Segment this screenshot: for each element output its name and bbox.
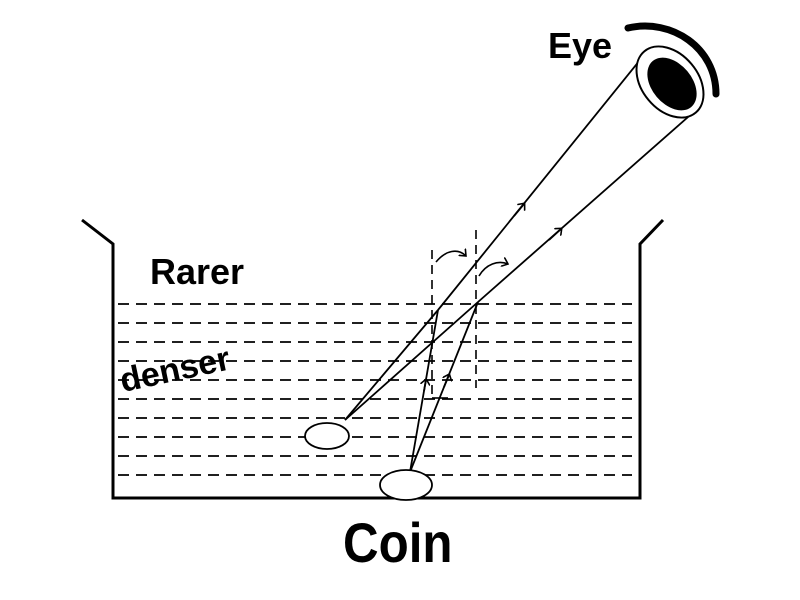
water-lines — [118, 303, 632, 476]
apparent-ray-1 — [344, 309, 439, 421]
rays-in-air — [437, 59, 697, 311]
apparent-rays — [344, 301, 479, 421]
water-tank — [81, 218, 665, 500]
rarer-medium-label: Rarer — [150, 251, 245, 292]
ray-water-arrows — [424, 375, 449, 392]
ray-water-arrow-2 — [444, 375, 449, 388]
normal-lines — [431, 230, 477, 400]
ray-water-arrow-1 — [424, 380, 426, 392]
ray-air-arrow-2 — [548, 229, 561, 241]
angle-arrow-1 — [435, 251, 466, 263]
ray-air-1 — [437, 59, 641, 311]
angle-arrows — [435, 251, 508, 277]
ray-air-arrow-1 — [513, 204, 524, 217]
eyebrow — [624, 22, 720, 98]
apparent-coin — [304, 422, 350, 450]
eye-label: Eye — [548, 25, 613, 66]
eye-icon — [624, 22, 720, 119]
coin-label: Coin — [343, 511, 453, 574]
eye-pupil — [647, 57, 697, 111]
angle-arrow-2 — [478, 263, 508, 277]
tank-outline — [81, 218, 665, 500]
real-coin — [379, 469, 433, 501]
apparent-ray-2 — [344, 301, 479, 421]
ray-air-2 — [477, 109, 697, 303]
ray-air-arrows — [513, 204, 561, 241]
